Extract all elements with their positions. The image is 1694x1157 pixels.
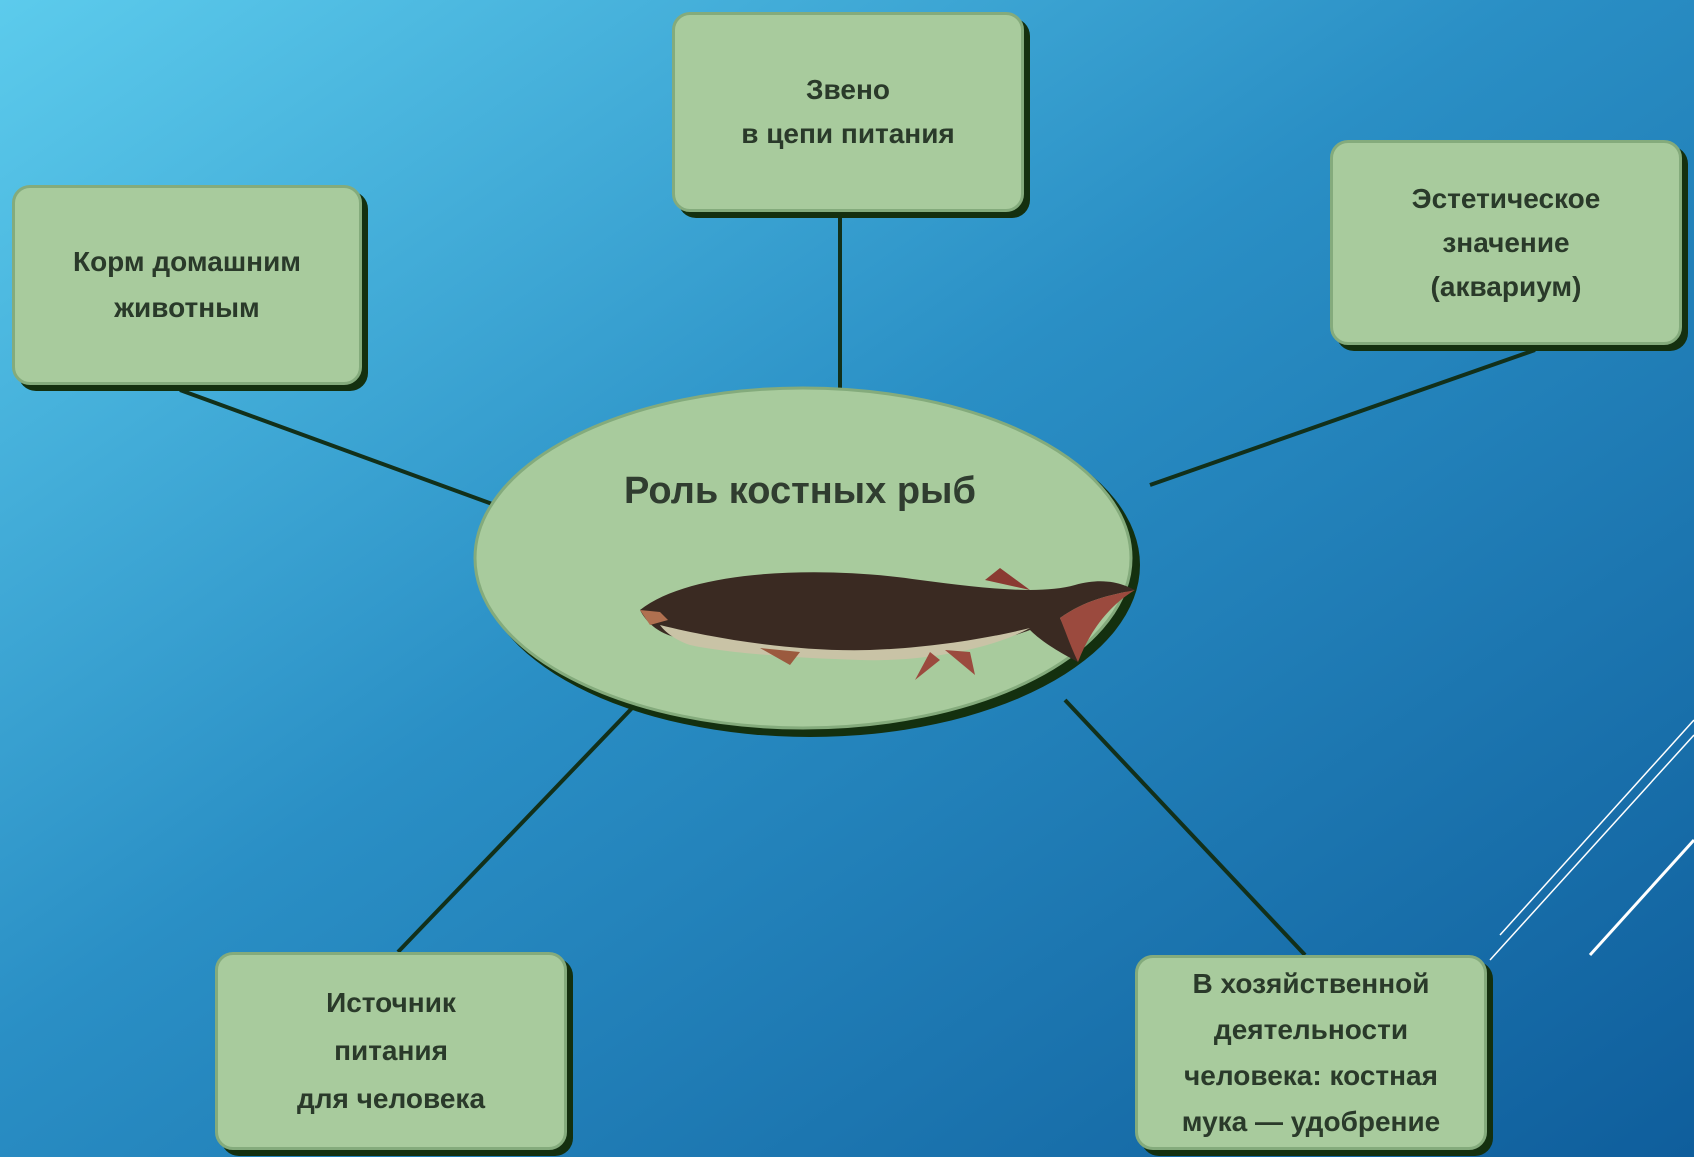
connector-right xyxy=(1149,348,1536,487)
node-pet-food: Корм домашним животным xyxy=(12,185,362,385)
decor-line-3 xyxy=(1588,838,1694,957)
center-ellipse xyxy=(473,386,1133,730)
node-economic-activity: В хозяйственной деятельности человека: к… xyxy=(1135,955,1487,1150)
connector-left xyxy=(179,388,496,507)
node-human-food-source: Источник питания для человека xyxy=(215,952,567,1150)
connector-bottom-left xyxy=(396,703,637,954)
center-title: Роль костных рыб xyxy=(624,470,976,512)
connector-bottom-right xyxy=(1063,698,1307,957)
decor-line-1 xyxy=(1499,719,1694,936)
node-aesthetic-value: Эстетическое значение (аквариум) xyxy=(1330,140,1682,345)
sturgeon-fish-illustration xyxy=(640,568,1135,680)
decor-line-2 xyxy=(1489,734,1694,961)
node-food-chain-link: Звено в цепи питания xyxy=(672,12,1024,212)
